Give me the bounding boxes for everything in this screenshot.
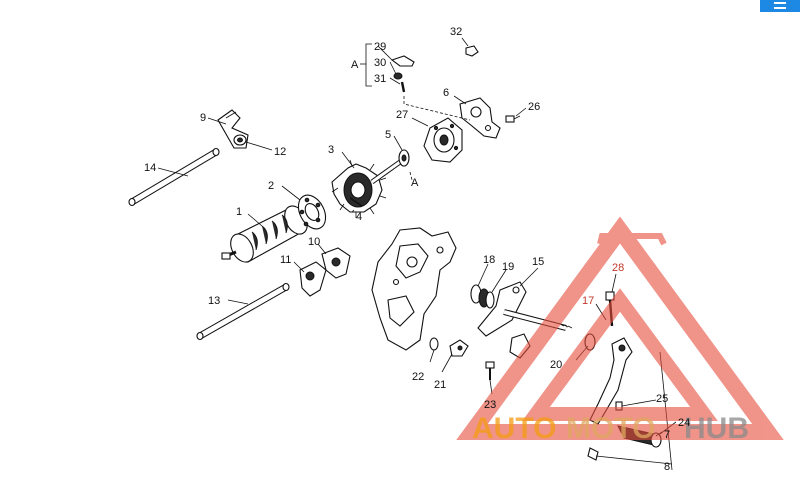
label-12: 12 xyxy=(274,146,286,158)
label-1: 1 xyxy=(236,206,242,218)
label-20: 20 xyxy=(550,359,562,371)
label-27: 25 xyxy=(656,393,668,405)
label-25: 27 xyxy=(396,109,408,121)
nut-32 xyxy=(465,45,479,57)
pin-4 xyxy=(349,197,363,207)
label-10: 10 xyxy=(308,236,320,248)
label-4: 4 xyxy=(356,211,362,223)
small-parts-21-22-23 xyxy=(429,337,495,380)
label-23: 23 xyxy=(484,399,496,411)
label-7: 7 xyxy=(664,429,670,441)
label-29: 29 xyxy=(374,41,386,53)
label-2: 2 xyxy=(268,180,274,192)
label-18: 18 xyxy=(483,254,495,266)
clip-8 xyxy=(587,447,599,461)
reference-lines xyxy=(403,96,471,181)
crankcase-housing xyxy=(371,227,457,351)
menu-icon xyxy=(774,2,786,9)
label-5: 5 xyxy=(385,129,391,141)
label-17: 17 xyxy=(582,295,594,307)
group-a-bracket xyxy=(360,43,372,87)
group-a-marker: A xyxy=(351,59,359,71)
forks-10-11 xyxy=(299,247,351,297)
watermark-text-left: AUTO xyxy=(472,412,556,445)
watermark-text-right: HUB xyxy=(684,412,749,445)
label-8: 8 xyxy=(664,461,670,473)
corner-menu-button[interactable] xyxy=(760,0,800,12)
label-28: 28 xyxy=(612,262,624,274)
label-26: 24 xyxy=(678,417,690,429)
group-a-parts xyxy=(390,55,415,93)
collar-5 xyxy=(398,149,410,167)
label-21: 21 xyxy=(434,379,446,391)
label-24: 26 xyxy=(528,101,540,113)
spring-18-bushing-19 xyxy=(470,284,495,309)
label-3: 3 xyxy=(328,144,334,156)
label-6: 6 xyxy=(443,87,449,99)
watermark-text-mid: MOTO xyxy=(566,412,655,445)
shaft-14 xyxy=(128,147,220,207)
plate-6 xyxy=(459,97,501,139)
disc-2 xyxy=(297,194,327,230)
fork-9 xyxy=(217,109,249,149)
label-31: 31 xyxy=(374,73,386,85)
label-22: 22 xyxy=(412,371,424,383)
label-13: 13 xyxy=(208,295,220,307)
label-9: 9 xyxy=(200,112,206,124)
label-32: 32 xyxy=(450,26,462,38)
part-labels: 9 12 14 2 1 3 4 5 27 6 26 32 29 30 31 A … xyxy=(144,26,690,473)
label-19: 19 xyxy=(502,261,514,273)
cam-plate-25 xyxy=(423,117,463,163)
label-11: 11 xyxy=(280,254,291,266)
label-14: 14 xyxy=(144,162,156,174)
label-15: 15 xyxy=(532,256,544,268)
screw-24 xyxy=(505,115,521,123)
star-wheel-3 xyxy=(331,159,402,218)
watermark-text: AUTO MOTO HUB xyxy=(472,412,749,445)
label-30: 30 xyxy=(374,57,386,69)
watermark-logo xyxy=(456,216,784,440)
reference-a-marker: A xyxy=(411,177,419,189)
shaft-13 xyxy=(196,282,290,341)
